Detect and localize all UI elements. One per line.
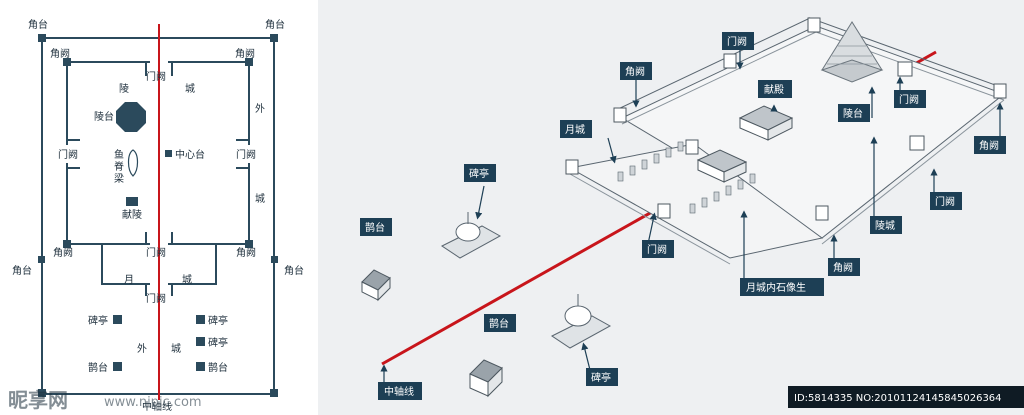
plan-label-que-w: 鹊台 [88, 361, 108, 374]
plan-label-gate-moon: 门阙 [146, 292, 166, 305]
tag-axis: 中轴线 [384, 385, 414, 398]
iso-towers [565, 17, 1007, 221]
plan-label-gate-sw: 角阙 [53, 246, 73, 259]
plan-label-stele-w: 碑亭 [88, 314, 108, 327]
plan-svg: 角台 角台 角阙 角阙 门阙 陵 城 陵台 外 门阙 门阙 鱼 脊 梁 中心台 … [12, 18, 304, 413]
tag-stele-mid: 碑亭 [591, 371, 611, 384]
plan-label-corner-nw: 角台 [28, 18, 48, 31]
iso-svg: 门阙 角阙 献殿 月城 门阙 陵台 碑亭 角阙 鹊台 陵城 [360, 16, 1024, 408]
iso-tomb-mound [820, 21, 884, 83]
iso-center-hall [696, 149, 748, 183]
tag-gate-e2: 门阙 [935, 195, 955, 208]
tag-corner-nw: 角阙 [625, 65, 645, 78]
plan-label-gate-nw: 角阙 [50, 47, 70, 60]
plan-label-wai-2: 外 [137, 343, 147, 355]
tag-yue-cheng: 月城 [565, 124, 585, 136]
watermark-id: ID:5814335 NO:20101124145845026364 [794, 393, 1002, 404]
plan-label-que-e: 鹊台 [208, 361, 228, 374]
plan-label-corner-ne: 角台 [265, 18, 285, 31]
plan-diagram: 角台 角台 角阙 角阙 门阙 陵 城 陵台 外 门阙 门阙 鱼 脊 梁 中心台 … [0, 0, 318, 415]
plan-label-corner-e: 角台 [284, 264, 304, 277]
tag-gate-top: 门阙 [727, 35, 747, 48]
tag-que-left: 鹊台 [365, 221, 385, 234]
plan-label-xianling: 献陵 [122, 208, 142, 221]
plan-label-cheng-1: 城 [185, 83, 195, 95]
plan-label-cheng-4: 城 [171, 343, 181, 355]
plan-label-fish-3: 梁 [114, 172, 124, 185]
plan-label-gate-w: 门阙 [58, 148, 78, 161]
isometric-view: 门阙 角阙 献殿 月城 门阙 陵台 碑亭 角阙 鹊台 陵城 [318, 0, 1024, 415]
tag-ling-cheng: 陵城 [875, 220, 895, 232]
iso-statues [617, 141, 756, 214]
tag-stele-left: 碑亭 [469, 167, 489, 180]
plan-label-gate-n: 门阙 [146, 70, 166, 83]
watermark-url: www.nipic.com [104, 395, 202, 410]
iso-stele-mid [551, 294, 612, 349]
tag-corner-e: 角阙 [979, 139, 999, 152]
iso-que-mid [469, 359, 503, 398]
tag-xian-dian: 献殿 [764, 83, 784, 96]
plan-label-wai-1: 外 [255, 103, 265, 115]
plan-label-axis: 中轴线 [142, 400, 172, 413]
plan-label-gate-e: 门阙 [236, 148, 256, 161]
tag-statues: 月城内石像生 [746, 281, 806, 294]
tag-gate-low: 门阙 [647, 243, 667, 256]
tomb-mound-octagon [116, 102, 146, 132]
plan-label-ling: 陵 [119, 83, 129, 95]
plan-label-stele-e: 碑亭 [208, 314, 228, 327]
watermark-brand: 昵享网 [8, 388, 68, 412]
plan-label-gate-se: 角阙 [236, 246, 256, 259]
tag-que-mid: 鹊台 [489, 317, 509, 330]
iso-tags: 门阙 角阙 献殿 月城 门阙 陵台 碑亭 角阙 鹊台 陵城 [360, 32, 1006, 400]
watermark-strip [788, 386, 1024, 408]
tag-corner-s: 角阙 [833, 261, 853, 274]
iso-stele-left [441, 212, 502, 259]
plan-label-fish-2: 脊 [114, 160, 124, 173]
tag-ling-tai: 陵台 [843, 107, 863, 120]
fish-spine-beam-shape [127, 149, 139, 177]
tag-gate-right: 门阙 [899, 93, 919, 106]
plan-label-cheng-3: 城 [182, 274, 192, 286]
plan-label-gate-s: 门阙 [146, 246, 166, 259]
plan-label-fish-1: 鱼 [114, 148, 124, 161]
plan-label-gate-ne: 角阙 [235, 47, 255, 60]
plan-label-lingtai: 陵台 [94, 110, 114, 123]
plan-label-yue: 月 [124, 274, 134, 286]
plan-gate-stubs [67, 62, 249, 296]
iso-xian-dian [738, 105, 794, 141]
plan-label-corner-w: 角台 [12, 264, 32, 277]
plan-label-cheng-2: 城 [255, 193, 265, 205]
plan-label-center-terrace: 中心台 [175, 148, 205, 161]
site-watermark: 昵享网 www.nipic.com [8, 388, 202, 412]
iso-que-left [361, 269, 391, 302]
plan-label-stele-e2: 碑亭 [208, 336, 228, 349]
plan-corner-squares [38, 34, 278, 397]
